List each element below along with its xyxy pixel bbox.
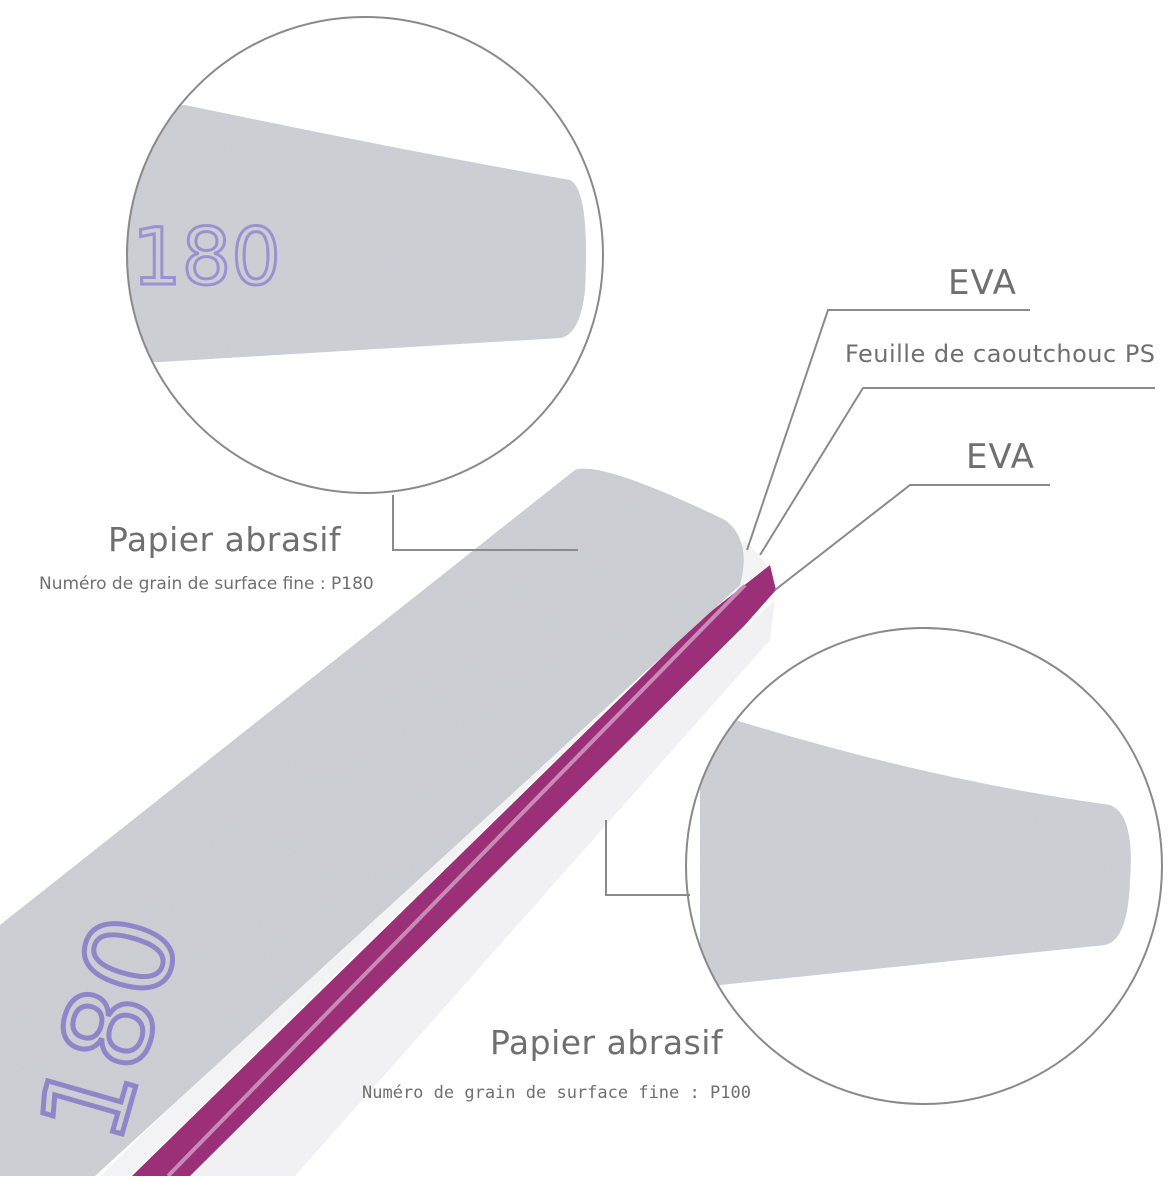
label-rubber-sheet: Feuille de caoutchouc PS [845,340,1156,368]
label-bottom-abrasive-title: Papier abrasif [490,1023,724,1062]
bottom-magnifier-ring [685,627,1163,1105]
label-top-abrasive-grit: Numéro de grain de surface fine : P180 [39,574,374,594]
label-eva-top: EVA [948,263,1017,303]
label-bottom-abrasive-grit: Numéro de grain de surface fine : P100 [362,1083,751,1103]
top-magnifier-ring [126,16,604,494]
bottom-zoom-grain [700,720,1131,985]
nail-file: 180 [0,468,776,1178]
leader-lines [392,309,1155,896]
label-eva-bottom: EVA [966,437,1035,477]
label-top-abrasive-title: Papier abrasif [108,520,342,559]
leader-eva-bottom [774,484,1050,591]
leader-bottom-abrasive [605,820,690,896]
leader-eva-top [746,309,1030,551]
leader-top-abrasive [392,495,578,551]
file-core-highlight [166,583,747,1178]
top-magnifier: 180 [126,16,604,494]
leader-rubber-sheet [759,387,1155,556]
top-zoom-grit-number: 180 [132,213,281,303]
bottom-magnifier [685,627,1163,1105]
top-zoom-grain [128,105,586,362]
file-abrasive-grain [0,468,744,1177]
